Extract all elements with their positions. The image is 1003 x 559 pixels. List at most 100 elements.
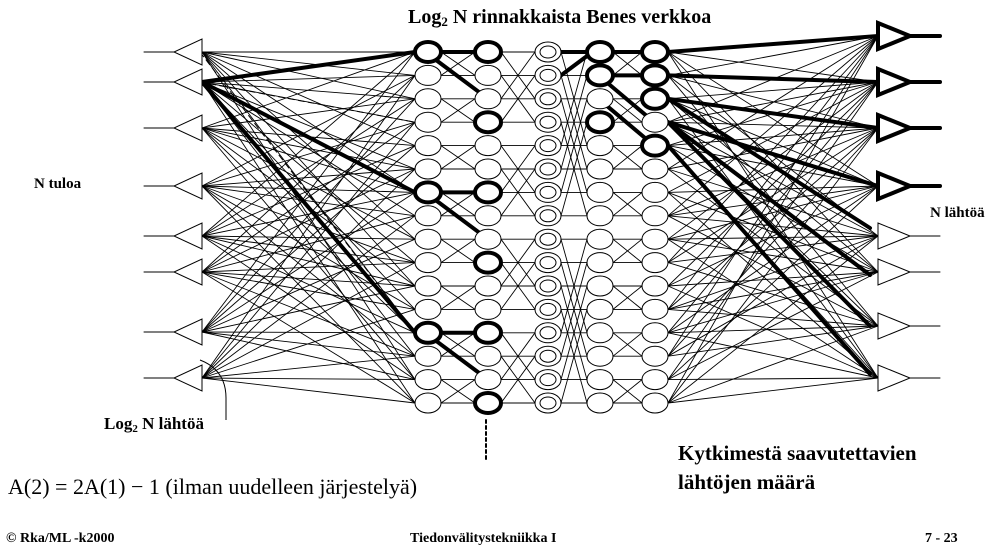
switch-node <box>474 228 502 250</box>
stage-cross-link <box>500 51 536 100</box>
outputs-label: N lähtöä <box>930 205 985 221</box>
switch-node <box>414 345 442 367</box>
fan-out-line <box>201 215 416 379</box>
switch-node-inner <box>539 209 557 223</box>
fan-in-line <box>667 121 879 237</box>
switch-node <box>641 275 669 297</box>
switch-node-inner <box>539 139 557 153</box>
switch-node <box>473 40 503 64</box>
fan-out-line <box>201 121 416 273</box>
highlight-path-in <box>200 50 417 84</box>
switch-node <box>414 298 442 320</box>
fan-out-line <box>201 74 416 83</box>
switch-node <box>585 110 615 135</box>
highlight-path-out <box>666 120 880 188</box>
highlight-path-out <box>666 73 880 84</box>
footer-copyright: © Rka/ML -k2000 <box>6 531 115 546</box>
switch-node <box>586 369 614 391</box>
switch-node <box>586 275 614 297</box>
highlight-switch <box>434 58 482 95</box>
fan-in-line <box>667 35 879 264</box>
fan-out-line <box>201 127 416 193</box>
fan-out-line <box>201 127 416 240</box>
highlight-switch <box>606 81 649 119</box>
switch-node <box>414 64 442 86</box>
switch-node <box>474 158 502 180</box>
switch-node <box>534 111 562 133</box>
stage-cross-link <box>612 379 643 404</box>
fan-in-line <box>667 185 879 240</box>
fan-in-line <box>667 325 879 334</box>
switch-node-inner <box>539 349 557 363</box>
stage-cross-link <box>500 355 536 404</box>
highlight-switch <box>434 198 482 236</box>
highlighted-paths <box>200 34 880 376</box>
fan-out-line <box>201 168 416 379</box>
fan-out-line <box>201 191 416 333</box>
fan-out-line <box>201 215 416 273</box>
fan-out-line <box>201 51 416 147</box>
switch-node <box>641 158 669 180</box>
fan-out-line <box>201 81 416 170</box>
fan-in-line <box>667 235 879 404</box>
fan-in-line <box>667 185 879 287</box>
fan-out-line <box>201 185 416 404</box>
switch-node-inner <box>539 256 557 270</box>
switch-node-inner <box>539 232 557 246</box>
fan-out-line <box>201 271 416 404</box>
switch-node <box>414 392 442 414</box>
switch-node <box>640 86 670 111</box>
switch-node-inner <box>539 92 557 106</box>
switch-node <box>641 205 669 227</box>
highlight-path-out <box>666 120 872 277</box>
highlight-path-out <box>666 143 872 376</box>
stage-cross-link <box>500 332 536 381</box>
stage-cross-link <box>560 98 588 193</box>
fan-out-line <box>201 145 416 237</box>
fan-in-line <box>667 191 879 379</box>
switch-node <box>413 320 443 345</box>
fan-out-line <box>201 51 416 237</box>
stage-cross-link <box>440 238 476 264</box>
highlight-path-out <box>666 96 872 230</box>
switch-node <box>534 322 562 344</box>
switch-node <box>534 158 562 180</box>
fan-out-line <box>201 377 416 404</box>
fan-in-line <box>667 235 879 240</box>
switch-node <box>474 135 502 157</box>
stage-cross-link <box>612 238 643 264</box>
fan-out-line <box>201 308 416 379</box>
fan-out-line <box>201 51 416 100</box>
combiner-triangle <box>876 20 916 52</box>
stage-cross-link <box>500 145 536 193</box>
switch-node-inner <box>539 185 557 199</box>
switch-node <box>474 205 502 227</box>
fan-in-line <box>667 145 879 273</box>
fan-in-line <box>667 377 879 404</box>
fan-out-line <box>201 235 416 264</box>
switch-node-inner <box>539 115 557 129</box>
switch-node <box>534 181 562 203</box>
fan-out-line <box>201 51 416 76</box>
fan-in-line <box>667 191 879 273</box>
switch-node <box>586 88 614 110</box>
highlight-path-in <box>200 80 417 335</box>
fan-in-line <box>667 238 879 273</box>
switch-node <box>473 250 503 275</box>
switch-node <box>474 298 502 320</box>
switch-node <box>641 345 669 367</box>
stage-cross-link <box>560 285 588 381</box>
switch-node <box>534 369 562 391</box>
fan-out-line <box>201 168 416 273</box>
fan-out-line <box>201 331 416 334</box>
combiner-triangle <box>876 66 916 98</box>
switch-node <box>586 135 614 157</box>
switch-node <box>641 228 669 250</box>
fan-in-line <box>667 127 879 217</box>
switch-node <box>586 158 614 180</box>
fan-in-line <box>667 98 879 379</box>
switch-node <box>640 133 670 158</box>
switch-node <box>414 158 442 180</box>
switch-node <box>534 228 562 250</box>
fan-in-line <box>667 127 879 147</box>
